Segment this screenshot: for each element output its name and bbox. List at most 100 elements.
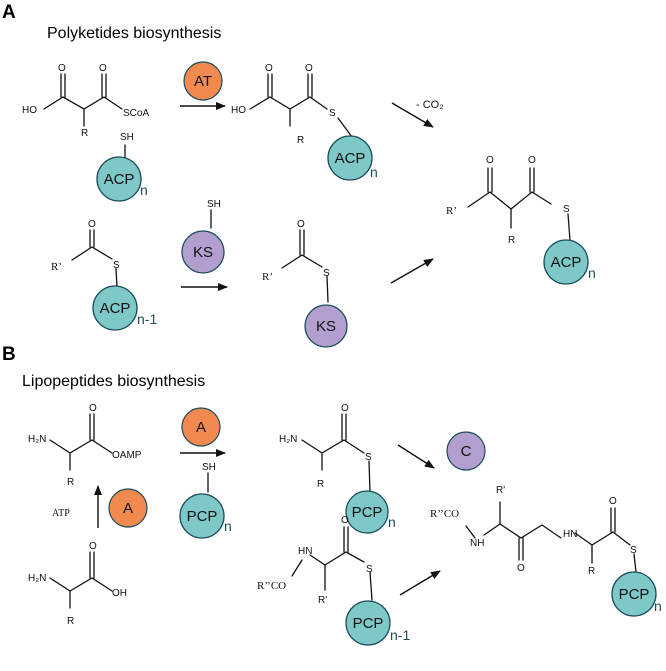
atom-s: S (329, 108, 336, 119)
acp-carrier-circle (96, 156, 142, 202)
a-domain-label: A (196, 419, 206, 436)
atom-o: O (609, 496, 617, 507)
panel-a-letter: A (2, 2, 16, 23)
atom-o: O (341, 403, 349, 414)
subscript-n: n (370, 164, 378, 180)
acp-label: ACP (100, 300, 131, 317)
atom-o: O (99, 63, 107, 74)
atom-s: S (113, 260, 120, 271)
atom-o: O (89, 403, 97, 414)
atom-o: O (305, 63, 313, 74)
subscript-n: n (388, 514, 396, 530)
ks-label: KS (316, 318, 336, 335)
pcp-n-sh: SH PCP n (179, 462, 232, 539)
panel-b-title: Lipopeptides biosynthesis (22, 373, 205, 390)
malonyl-coa-structure: O O HO SCoA R (22, 63, 149, 139)
pcp-carrier-circle (345, 490, 389, 534)
atom-r-prime: R’ (51, 261, 62, 273)
atom-scoa: SCoA (123, 108, 149, 119)
pcp-label: PCP (353, 615, 384, 632)
at-label: AT (194, 73, 212, 90)
atom-r: R (508, 235, 515, 246)
panel-b-letter: B (2, 344, 16, 365)
atom-o: O (517, 563, 525, 574)
dipeptidyl-pcp-structure: R’’CO NH R' O HN O R S PCP n (430, 485, 662, 617)
atom-r-dprime-co: R’’CO (257, 580, 286, 592)
acp-label: ACP (551, 254, 582, 271)
atom-sh: SH (207, 199, 221, 210)
acp-label: ACP (104, 171, 135, 188)
panel-a-title: Polyketides biosynthesis (47, 25, 221, 42)
atom-hn: HN (563, 529, 577, 540)
acyl-acp-n-1-structure: O R’ S ACP n-1 (51, 219, 157, 331)
subscript-n-minus-1: n-1 (137, 311, 157, 327)
atom-s: S (630, 545, 637, 556)
atom-r-prime: R' (496, 485, 505, 496)
atom-h2n: H₂N (279, 434, 297, 445)
at-enzyme-circle (183, 61, 223, 101)
subscript-n-minus-1: n-1 (390, 627, 410, 643)
atom-o: O (297, 219, 305, 230)
atom-r: R (81, 128, 88, 139)
atom-o: O (88, 219, 96, 230)
aminoacyl-pcp-structure: O H₂N S R PCP n (279, 403, 396, 534)
atom-sh: SH (120, 132, 134, 143)
pcp-label: PCP (619, 586, 650, 603)
acyl-ks-structure: O R’ S KS (262, 219, 348, 348)
atom-h2n: H₂N (28, 573, 46, 584)
c-domain-label: C (461, 443, 472, 460)
atom-nh: NH (470, 538, 484, 549)
atom-h2n: H₂N (28, 434, 46, 445)
atom-o: O (528, 155, 536, 166)
decarboxylation-arrow (391, 102, 434, 128)
subscript-n: n (224, 518, 232, 534)
atom-r-dprime-co: R’’CO (430, 508, 459, 520)
atom-o: O (486, 155, 494, 166)
acp-label: ACP (335, 150, 366, 167)
atom-o: O (89, 541, 97, 552)
atom-r: R (588, 566, 595, 577)
atom-s: S (323, 268, 330, 279)
atom-r-prime: R’ (446, 205, 457, 217)
atom-o: O (58, 63, 66, 74)
subscript-n: n (654, 598, 662, 614)
amino-acid-structure: O H₂N OH R (28, 541, 127, 627)
aminoacyl-amp-structure: O H₂N OAMP R (28, 403, 142, 488)
acp-carrier-circle (327, 135, 373, 181)
pcp-carrier-circle (179, 493, 225, 539)
ks-label: KS (193, 244, 213, 261)
atom-s: S (365, 452, 372, 463)
atom-r: R (297, 135, 304, 146)
atom-sh: SH (202, 462, 216, 473)
a-domain-label: A (123, 500, 133, 517)
pcp-label: PCP (352, 504, 383, 521)
atom-r-prime: R’ (262, 271, 273, 283)
condensation-arrow (390, 258, 434, 284)
atom-r: R (317, 479, 324, 490)
subscript-n: n (588, 265, 596, 281)
ks-enzyme-circle (181, 230, 225, 274)
atom-oh: OH (112, 588, 127, 599)
pcp-carrier-circle (345, 600, 391, 646)
atom-s: S (563, 204, 570, 215)
atom-ho: HO (231, 105, 246, 116)
atp-label: ATP (52, 508, 70, 519)
atom-o: O (265, 63, 273, 74)
product-arrow (399, 570, 441, 596)
atom-ho: HO (22, 105, 37, 116)
beta-ketoacyl-acp-structure: O O R’ S R ACP n (446, 155, 596, 285)
ks-enzyme-circle (304, 304, 348, 348)
acp-carrier-circle (92, 285, 138, 331)
atom-o: O (341, 515, 349, 526)
atom-s: S (366, 564, 373, 575)
atom-r: R (67, 477, 74, 488)
pcp-carrier-circle (611, 571, 657, 617)
acp-n-sh: SH ACP n (96, 132, 148, 202)
malonyl-acp-structure: O O HO S R ACP n (231, 63, 378, 181)
lipoaminoacyl-pcp-n-1-structure: O HN R’’CO S R' PCP n-1 (257, 515, 410, 646)
atom-hn: HN (298, 546, 312, 557)
acp-carrier-circle (543, 239, 589, 285)
subscript-n: n (140, 182, 148, 198)
a-domain-circle (108, 488, 148, 528)
